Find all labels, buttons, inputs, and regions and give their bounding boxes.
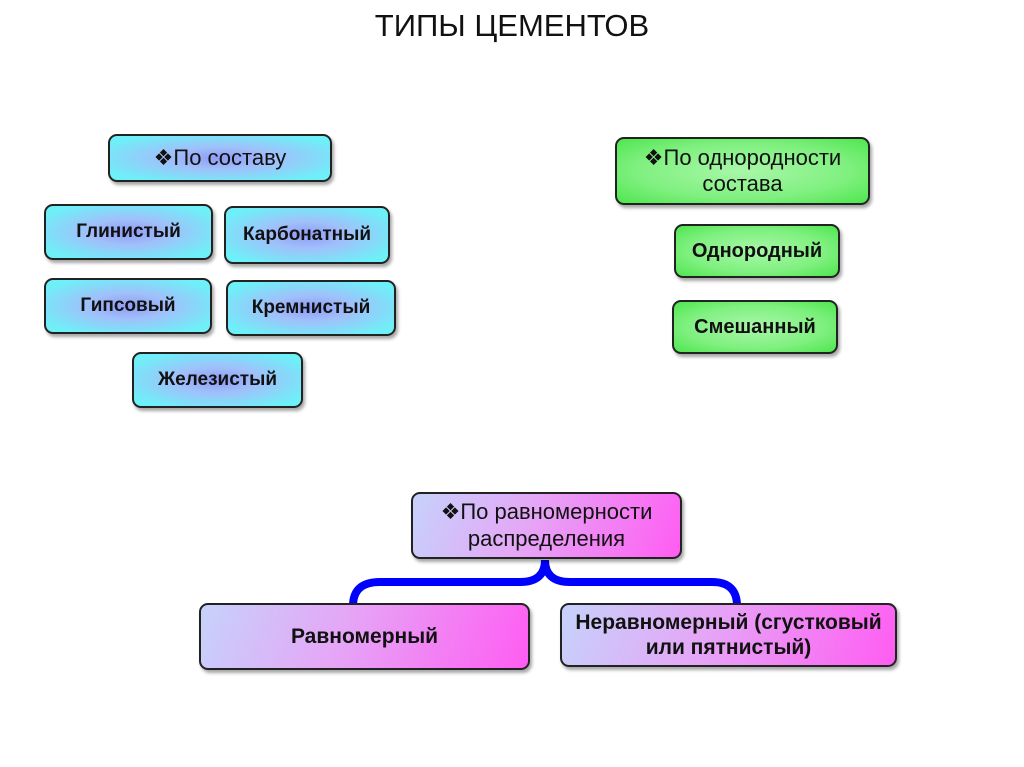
- homogeneity-header: ❖По однородности состава: [615, 137, 870, 205]
- homogeneity-item-mixed: Смешанный: [672, 300, 838, 354]
- composition-header: ❖По составу: [108, 134, 332, 182]
- distribution-item-nonuniform: Неравномерный (сгустковый или пятнистый): [560, 603, 897, 667]
- homogeneity-item-homogeneous: Однородный: [674, 224, 840, 278]
- composition-item-ferruginous: Железистый: [132, 352, 303, 408]
- distribution-item-uniform: Равномерный: [199, 603, 530, 670]
- page-title: ТИПЫ ЦЕМЕНТОВ: [374, 8, 650, 43]
- composition-item-gypsum: Гипсовый: [44, 278, 212, 334]
- composition-item-siliceous: Кремнистый: [226, 280, 396, 336]
- composition-item-carbonate: Карбонатный: [224, 206, 390, 264]
- composition-item-clay: Глинистый: [44, 204, 213, 260]
- distribution-header: ❖По равномерности распределения: [411, 492, 682, 559]
